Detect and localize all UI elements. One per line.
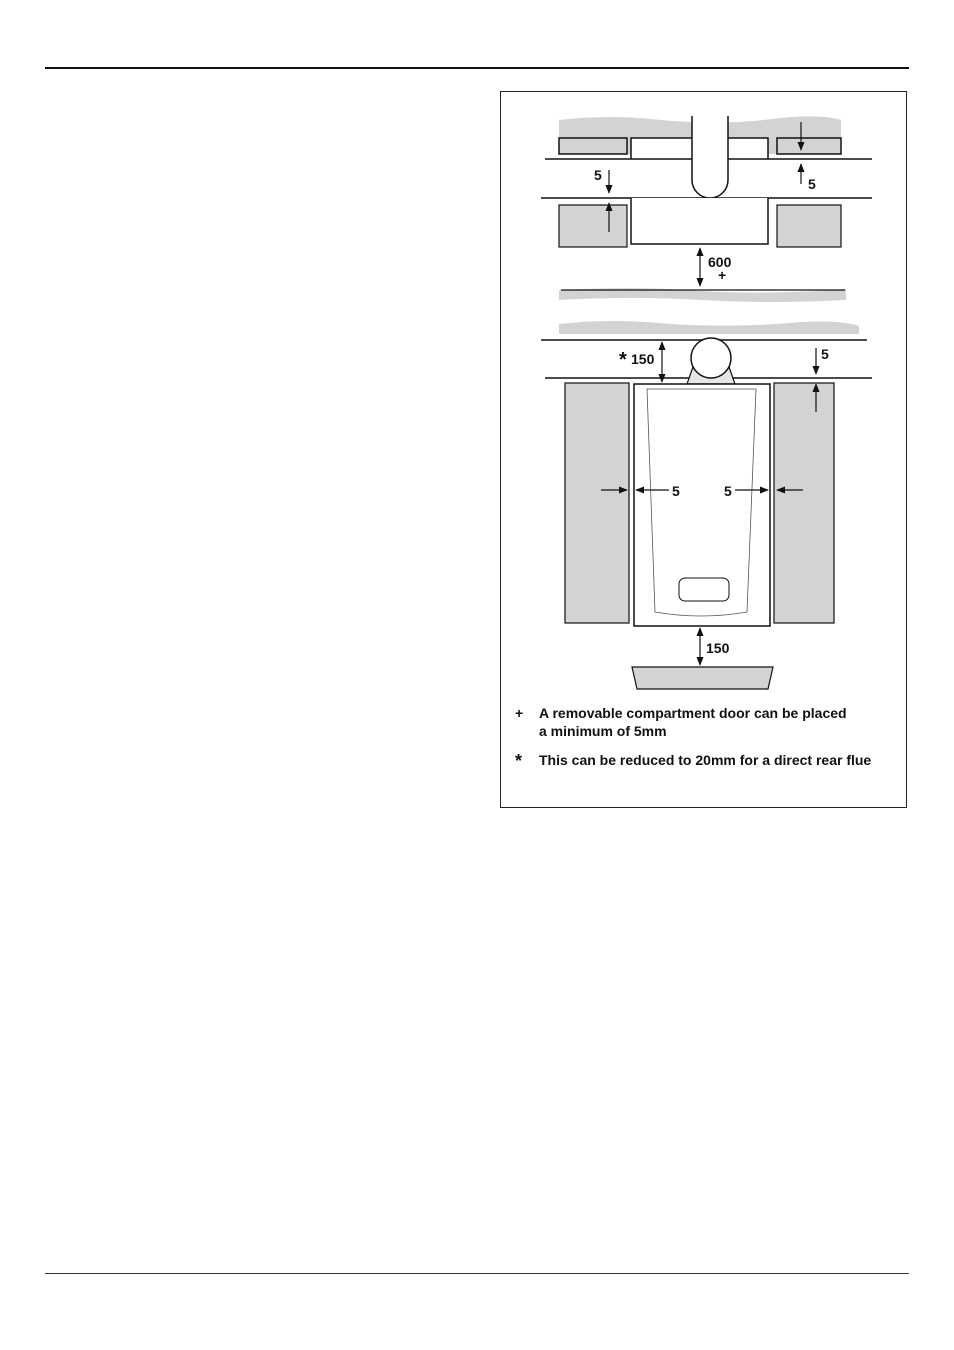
boiler-control-panel — [679, 578, 729, 601]
note-plus-line-2: a minimum of 5mm — [539, 722, 895, 740]
note-door-clearance: + A removable compartment door can be pl… — [515, 704, 895, 740]
flue-pipe-plan — [692, 116, 728, 198]
plan-left-upper-panel — [559, 138, 627, 154]
plan-right-lower-panel — [777, 205, 841, 247]
note-star-line-1: This can be reduced to 20mm for a direct… — [539, 751, 905, 769]
ceiling-shading — [559, 321, 859, 334]
front-view: * 150 5 5 5 150 — [541, 321, 872, 689]
note-plus-symbol: + — [515, 704, 531, 722]
side-right-label: 5 — [724, 483, 732, 499]
note-star-symbol: * — [515, 752, 531, 770]
below-clearance-label: 150 — [706, 640, 730, 656]
front-clearance-mark: + — [718, 267, 726, 283]
footer-rule — [45, 1273, 909, 1274]
side-left-label: 5 — [672, 483, 680, 499]
clearance-drawing: 5 5 600 + * 150 5 — [501, 92, 908, 809]
floor-unit — [632, 667, 773, 689]
plan-right-upper-panel — [777, 138, 841, 154]
plan-left-lower-panel — [559, 205, 627, 247]
flue-pipe-front — [691, 338, 731, 378]
right-top-gap-label: 5 — [821, 346, 829, 362]
plan-view: 5 5 600 + — [541, 116, 872, 302]
above-clearance-mark: * — [619, 349, 627, 371]
note-rear-flue: * This can be reduced to 20mm for a dire… — [515, 751, 905, 769]
right-cabinet — [774, 383, 834, 623]
left-cabinet — [565, 383, 629, 623]
top-left-gap-label: 5 — [594, 167, 602, 183]
above-clearance-label: 150 — [631, 351, 655, 367]
note-plus-line-1: A removable compartment door can be plac… — [539, 704, 895, 722]
appliance-plan — [631, 198, 768, 244]
clearance-diagram: 5 5 600 + * 150 5 — [500, 91, 907, 808]
top-right-gap-label: 5 — [808, 176, 816, 192]
header-rule — [45, 67, 909, 69]
